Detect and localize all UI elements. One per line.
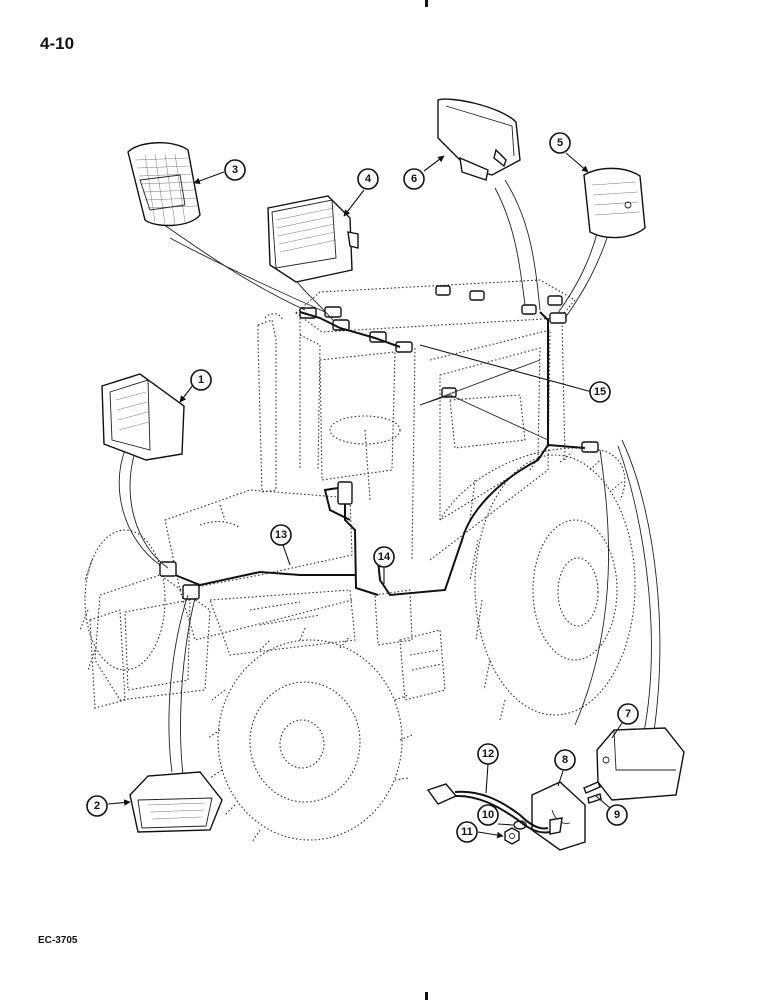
svg-text:4: 4 [365,173,372,185]
roof-lamp-housings [299,285,599,453]
svg-text:15: 15 [594,386,606,398]
svg-text:3: 3 [232,164,238,176]
svg-text:6: 6 [411,173,417,185]
callout-2: 2 [86,795,108,817]
work-lamp-4 [267,195,359,283]
callout-14: 14 [373,546,395,568]
svg-text:11: 11 [461,826,473,838]
callout-5: 5 [549,132,571,154]
tractor-outline [79,279,636,843]
lamp-leader-lines [118,179,661,776]
work-lamp-5 [583,167,646,239]
callout-leaders [107,152,623,839]
cab-wiring-harness [159,311,586,600]
svg-text:2: 2 [94,800,100,812]
rear-lamp-7 [596,727,685,801]
callout-12: 12 [477,743,499,765]
callout-9: 9 [606,804,628,826]
callout-1: 1 [190,369,212,391]
svg-text:5: 5 [557,137,563,149]
svg-text:12: 12 [482,748,494,760]
svg-text:13: 13 [275,529,287,541]
page-edge-mark [425,0,428,7]
screw-9 [583,781,602,804]
work-lamp-6 [437,98,521,181]
svg-text:7: 7 [625,708,631,720]
svg-text:9: 9 [614,809,620,821]
svg-text:8: 8 [562,754,568,766]
callout-13: 13 [270,524,292,546]
callout-11: 11 [456,821,478,843]
nut-11 [504,827,520,845]
callout-7: 7 [617,703,639,725]
callout-6: 6 [403,168,425,190]
callout-8: 8 [554,749,576,771]
page-edge-mark [425,992,428,1000]
svg-text:1: 1 [198,374,204,386]
lamp-base-8 [531,781,586,851]
lamp-lead-12 [426,783,563,835]
svg-text:10: 10 [482,809,494,821]
callout-4: 4 [357,168,379,190]
front-lamp-1 [101,373,185,461]
callout-15: 15 [589,381,611,403]
page-number: 4-10 [40,34,75,53]
callout-10: 10 [477,804,499,826]
svg-text:14: 14 [378,551,391,563]
front-lamp-2 [129,771,223,833]
figure-code: EC-3705 [38,935,78,946]
work-lamp-3 [127,142,201,227]
callout-3: 3 [224,159,246,181]
